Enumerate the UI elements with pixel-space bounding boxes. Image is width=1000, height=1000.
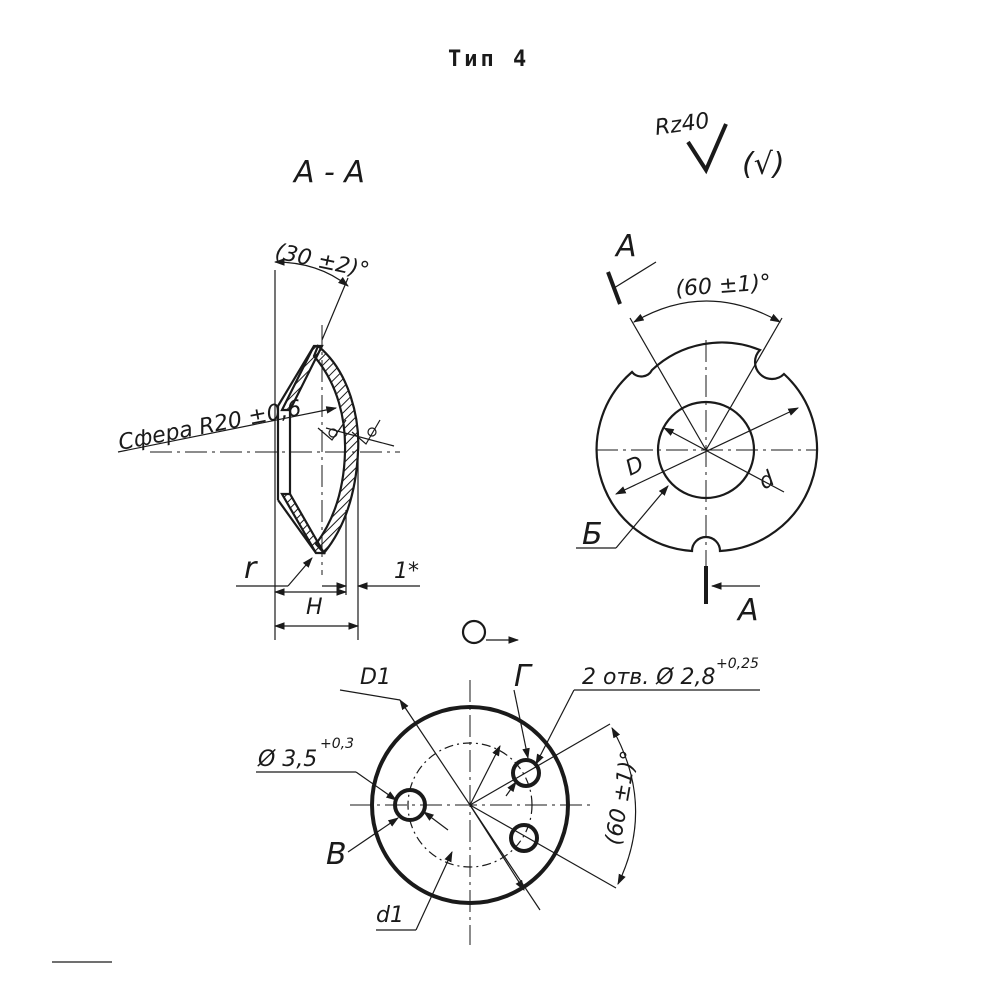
hole-lower [509, 823, 539, 853]
bottom-view: D1 d1 Г 2 отв. Ø 2,8 +0,25 Ø 3,5 +0,3 В … [256, 619, 760, 945]
section-view: А - А (30 ±2)° Сфера R20 ±0,6 [116, 155, 420, 640]
section-angle: (30 ±2)° [273, 239, 372, 283]
roughness-extra: (√) [742, 147, 785, 182]
roughness-value: Rz40 [653, 109, 711, 141]
thickness-one: 1* [394, 559, 419, 584]
section-label: А - А [292, 155, 365, 190]
shell-flange-bottom [280, 492, 326, 555]
front-angle: (60 ±1)° [675, 270, 772, 302]
drawing-title: Тип 4 [448, 47, 529, 72]
hole-tolerance: +0,3 [320, 736, 354, 752]
label-B: Б [582, 517, 603, 552]
label-G: Г [514, 659, 533, 694]
outer-circle [370, 705, 570, 905]
hole-spec: Ø 3,5 [257, 747, 317, 772]
roughness-symbol: Rz40 (√) [653, 109, 784, 182]
section-mark-bottom: А [736, 593, 759, 628]
holes-tolerance: +0,25 [716, 656, 759, 672]
bottom-angle: (60 ±1)° [601, 749, 642, 847]
front-view: (60 ±1)° А А D d Б [576, 229, 819, 628]
height-H: H [306, 595, 323, 620]
holes-spec: 2 отв. Ø 2,8 [582, 665, 716, 690]
diameter-d1: d1 [376, 903, 404, 928]
label-V: В [326, 837, 347, 872]
outer-contour [595, 341, 819, 553]
hole-main [393, 788, 427, 822]
section-mark-top: А [614, 229, 637, 264]
radius-r: r [244, 551, 258, 586]
bolt-circle [407, 742, 533, 868]
diameter-D1: D1 [360, 665, 391, 690]
hole-upper [511, 758, 541, 788]
rotation-symbol [461, 619, 487, 645]
diameter-D: D [622, 452, 648, 482]
shell-cap [312, 344, 360, 555]
diameter-d: d [755, 466, 780, 495]
